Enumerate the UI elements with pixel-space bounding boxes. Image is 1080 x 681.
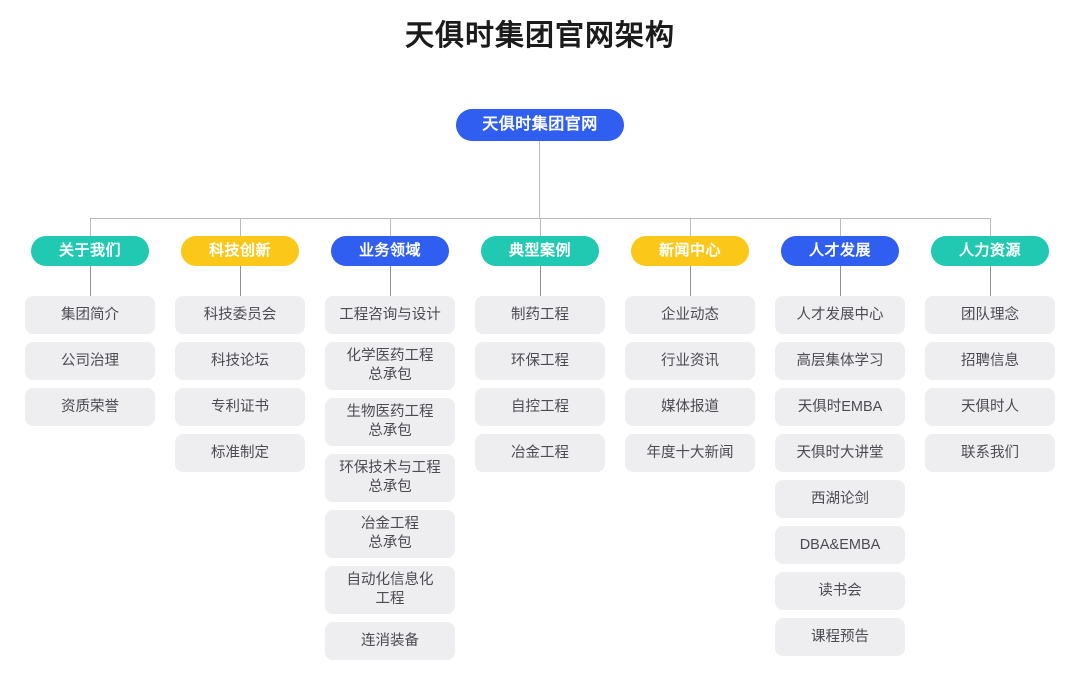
column-drop-connector-6 — [840, 218, 841, 236]
leaf-card[interactable]: 自动化信息化 工程 — [325, 566, 455, 614]
page-title: 天俱时集团官网架构 — [404, 20, 675, 52]
columns-container: 关于我们集团简介公司治理资质荣誉科技创新科技委员会科技论坛专利证书标准制定业务领… — [25, 236, 1055, 660]
leaf-card[interactable]: 招聘信息 — [925, 342, 1055, 380]
leaf-card[interactable]: 集团简介 — [25, 296, 155, 334]
leaf-list-6: 人才发展中心高层集体学习天俱时EMBA 天俱时大讲堂西湖论剑 DBA&EMBA 读书会… — [775, 296, 905, 656]
leaf-list-1: 集团简介公司治理资质荣誉 — [25, 296, 155, 426]
column-drop-connector-7 — [990, 218, 991, 236]
column-2: 科技创新科技委员会科技论坛专利证书标准制定 — [175, 236, 305, 472]
leaf-card[interactable]: 冶金工程 总承包 — [325, 510, 455, 558]
leaf-card[interactable]: 标准制定 — [175, 434, 305, 472]
column-header-7[interactable]: 人力资源 — [931, 236, 1049, 266]
column-7: 人力资源团队理念招聘信息天俱时人联系我们 — [925, 236, 1055, 472]
leaf-card[interactable]: 西湖论剑 — [775, 480, 905, 518]
leaf-card[interactable]: 读书会 — [775, 572, 905, 610]
leaf-card[interactable]: 专利证书 — [175, 388, 305, 426]
column-drop-connector-2 — [240, 218, 241, 236]
leaf-card[interactable]: 年度十大新闻 — [625, 434, 755, 472]
leaf-card[interactable]: 天俱时EMBA — [775, 388, 905, 426]
leaf-card[interactable]: 行业资讯 — [625, 342, 755, 380]
leaf-card[interactable]: 课程预告 — [775, 618, 905, 656]
column-header-5[interactable]: 新闻中心 — [631, 236, 749, 266]
leaf-card[interactable]: 冶金工程 — [475, 434, 605, 472]
leaf-card[interactable]: 公司治理 — [25, 342, 155, 380]
leaf-card[interactable]: 团队理念 — [925, 296, 1055, 334]
leaf-card[interactable]: 媒体报道 — [625, 388, 755, 426]
leaf-list-2: 科技委员会科技论坛专利证书标准制定 — [175, 296, 305, 472]
leaf-card[interactable]: 制药工程 — [475, 296, 605, 334]
leaf-card[interactable]: 天俱时人 — [925, 388, 1055, 426]
leaf-card[interactable]: 化学医药工程 总承包 — [325, 342, 455, 390]
leaf-list-3: 工程咨询与设计化学医药工程 总承包生物医药工程 总承包环保技术与工程 总承包冶金… — [325, 296, 455, 660]
leaf-card[interactable]: 环保工程 — [475, 342, 605, 380]
leaf-card[interactable]: 人才发展中心 — [775, 296, 905, 334]
leaf-list-5: 企业动态行业资讯媒体报道年度十大新闻 — [625, 296, 755, 472]
horizontal-bus-connector — [90, 218, 990, 219]
leaf-card[interactable]: 高层集体学习 — [775, 342, 905, 380]
column-5: 新闻中心企业动态行业资讯媒体报道年度十大新闻 — [625, 236, 755, 472]
leaf-card[interactable]: 生物医药工程 总承包 — [325, 398, 455, 446]
leaf-card[interactable]: 环保技术与工程 总承包 — [325, 454, 455, 502]
column-1: 关于我们集团简介公司治理资质荣誉 — [25, 236, 155, 426]
column-header-4[interactable]: 典型案例 — [481, 236, 599, 266]
column-header-1[interactable]: 关于我们 — [31, 236, 149, 266]
root-vertical-connector — [539, 141, 540, 218]
column-drop-connector-3 — [390, 218, 391, 236]
leaf-card[interactable]: 连消装备 — [325, 622, 455, 660]
column-drop-connector-1 — [90, 218, 91, 236]
leaf-card[interactable]: 企业动态 — [625, 296, 755, 334]
column-drop-connector-5 — [690, 218, 691, 236]
column-header-2[interactable]: 科技创新 — [181, 236, 299, 266]
leaf-card[interactable]: 工程咨询与设计 — [325, 296, 455, 334]
leaf-card[interactable]: DBA&EMBA — [775, 526, 905, 564]
leaf-card[interactable]: 天俱时大讲堂 — [775, 434, 905, 472]
column-header-3[interactable]: 业务领域 — [331, 236, 449, 266]
column-4: 典型案例制药工程环保工程自控工程冶金工程 — [475, 236, 605, 472]
column-6: 人才发展人才发展中心高层集体学习天俱时EMBA 天俱时大讲堂西湖论剑 DBA&EMB… — [775, 236, 905, 656]
column-drop-connector-4 — [540, 218, 541, 236]
leaf-card[interactable]: 联系我们 — [925, 434, 1055, 472]
leaf-card[interactable]: 资质荣誉 — [25, 388, 155, 426]
leaf-card[interactable]: 自控工程 — [475, 388, 605, 426]
leaf-list-7: 团队理念招聘信息天俱时人联系我们 — [925, 296, 1055, 472]
leaf-list-4: 制药工程环保工程自控工程冶金工程 — [475, 296, 605, 472]
column-3: 业务领域工程咨询与设计化学医药工程 总承包生物医药工程 总承包环保技术与工程 总… — [325, 236, 455, 660]
column-header-6[interactable]: 人才发展 — [781, 236, 899, 266]
leaf-card[interactable]: 科技委员会 — [175, 296, 305, 334]
root-node[interactable]: 天俱时集团官网 — [456, 109, 624, 141]
leaf-card[interactable]: 科技论坛 — [175, 342, 305, 380]
